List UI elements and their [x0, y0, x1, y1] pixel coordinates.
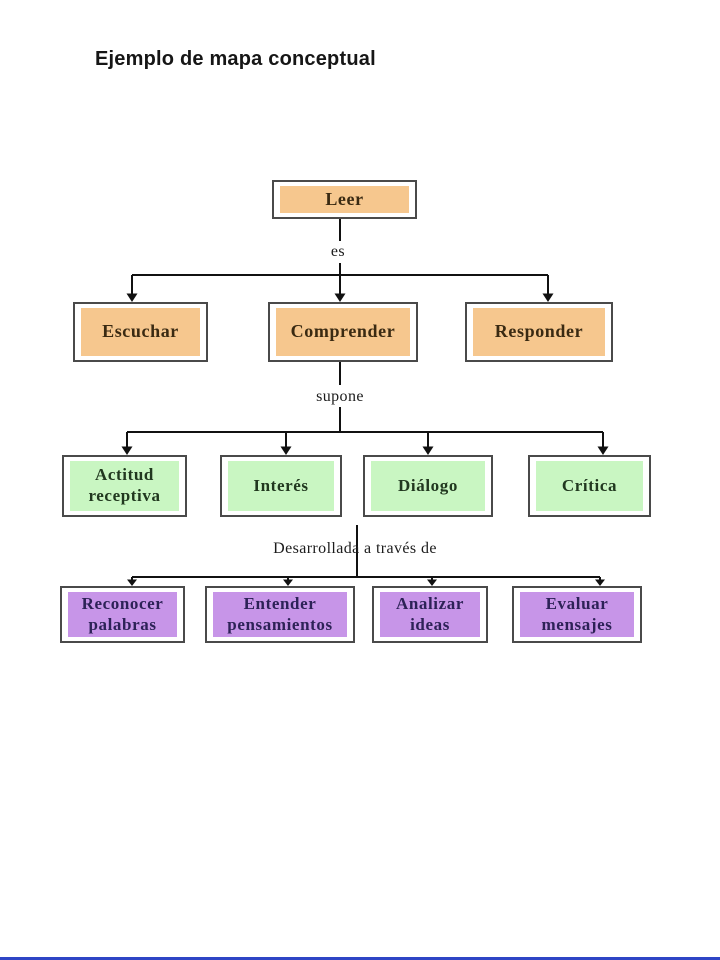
node-reconocer-palabras-label: Reconocer palabras	[68, 592, 177, 637]
node-critica: Crítica	[528, 455, 651, 517]
node-escuchar: Escuchar	[73, 302, 208, 362]
node-dialogo-label: Diálogo	[371, 461, 485, 511]
node-critica-label: Crítica	[536, 461, 643, 511]
node-actitud-receptiva: Actitud receptiva	[62, 455, 187, 517]
node-comprender: Comprender	[268, 302, 418, 362]
node-interes-label: Interés	[228, 461, 334, 511]
connector-label-desarrollada: Desarrollada a través de	[273, 540, 437, 557]
connector-label-supone: supone	[316, 388, 364, 405]
node-analizar-ideas: Analizar ideas	[372, 586, 488, 643]
node-responder-label: Responder	[473, 308, 605, 356]
node-dialogo: Diálogo	[363, 455, 493, 517]
node-responder: Responder	[465, 302, 613, 362]
slide-bottom-border	[0, 957, 720, 960]
node-evaluar-mensajes: Evaluar mensajes	[512, 586, 642, 643]
node-entender-pensamientos: Entender pensamientos	[205, 586, 355, 643]
arrowheads-row2	[121, 446, 609, 455]
node-interes: Interés	[220, 455, 342, 517]
node-leer-label: Leer	[280, 186, 409, 213]
node-reconocer-palabras: Reconocer palabras	[60, 586, 185, 643]
node-analizar-ideas-label: Analizar ideas	[380, 592, 480, 637]
arrowheads-row1	[126, 293, 554, 302]
node-leer: Leer	[272, 180, 417, 219]
node-actitud-receptiva-label: Actitud receptiva	[70, 461, 179, 511]
node-entender-pensamientos-label: Entender pensamientos	[213, 592, 347, 637]
node-escuchar-label: Escuchar	[81, 308, 200, 356]
connector-label-es: es	[330, 243, 346, 260]
page-title: Ejemplo de mapa conceptual	[95, 48, 376, 70]
connector-row2	[126, 362, 604, 447]
node-evaluar-mensajes-label: Evaluar mensajes	[520, 592, 634, 637]
node-comprender-label: Comprender	[276, 308, 410, 356]
